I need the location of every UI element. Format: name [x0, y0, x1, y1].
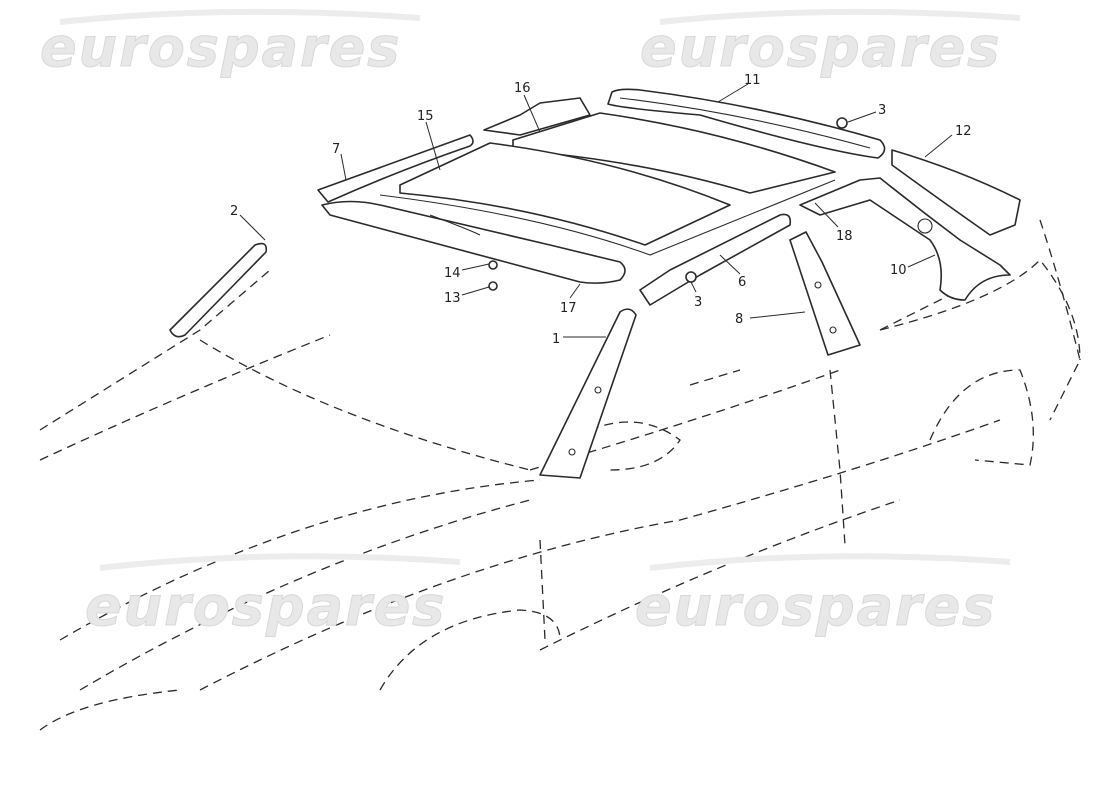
callout-14: 14: [444, 266, 461, 281]
part-12-rear-roof-trim: [891, 149, 1021, 236]
part-3-clip: [685, 271, 697, 283]
watermark-text: eurospares: [85, 575, 446, 638]
part-14-clip: [488, 260, 498, 270]
car-body-outline: [39, 219, 1081, 731]
watermark-swoosh: [99, 553, 461, 571]
part-1-a-pillar-trim: [539, 308, 637, 479]
callout-17: 17: [560, 301, 577, 316]
part-2-a-pillar-outer: [169, 242, 268, 338]
leader-lines: [239, 83, 953, 338]
fasteners: [488, 117, 848, 291]
watermark-text: eurospares: [635, 575, 996, 638]
callout-11: 11: [744, 73, 761, 88]
part-3-clip: [836, 117, 848, 129]
callout-6: 6: [738, 275, 746, 290]
callout-18: 18: [836, 229, 853, 244]
callout-12: 12: [955, 124, 972, 139]
part-15-headliner: [379, 142, 836, 256]
callout-2: 2: [230, 204, 238, 219]
callout-7: 7: [332, 142, 340, 157]
watermarks: eurospares eurospares eurospares eurospa…: [40, 8, 1021, 639]
part-13-screw: [488, 281, 498, 291]
callout-3: 3: [694, 295, 702, 310]
callout-labels: 11 16 3 15 12 7 2 18 6 14 13 17 3 1 8 10: [230, 73, 972, 347]
part-17-front-header-panel: [321, 200, 626, 284]
part-8-b-pillar-trim: [789, 231, 861, 356]
part-10-c-pillar-trim: [799, 177, 1011, 301]
watermark-swoosh: [659, 8, 1021, 25]
callout-8: 8: [735, 312, 743, 327]
callout-10: 10: [890, 263, 907, 278]
watermark-swoosh: [649, 553, 1011, 571]
callout-13: 13: [444, 291, 461, 306]
callout-15: 15: [417, 109, 434, 124]
watermark-text: eurospares: [40, 16, 401, 79]
callout-16: 16: [514, 81, 531, 96]
callout-3: 3: [878, 103, 886, 118]
part-6-side-rail: [639, 213, 792, 306]
watermark-text: eurospares: [640, 16, 1001, 79]
part-16-roof-panel: [512, 112, 836, 194]
callout-1: 1: [552, 332, 560, 347]
part-11-roof-rail-rear: [607, 88, 886, 159]
watermark-swoosh: [59, 8, 421, 25]
